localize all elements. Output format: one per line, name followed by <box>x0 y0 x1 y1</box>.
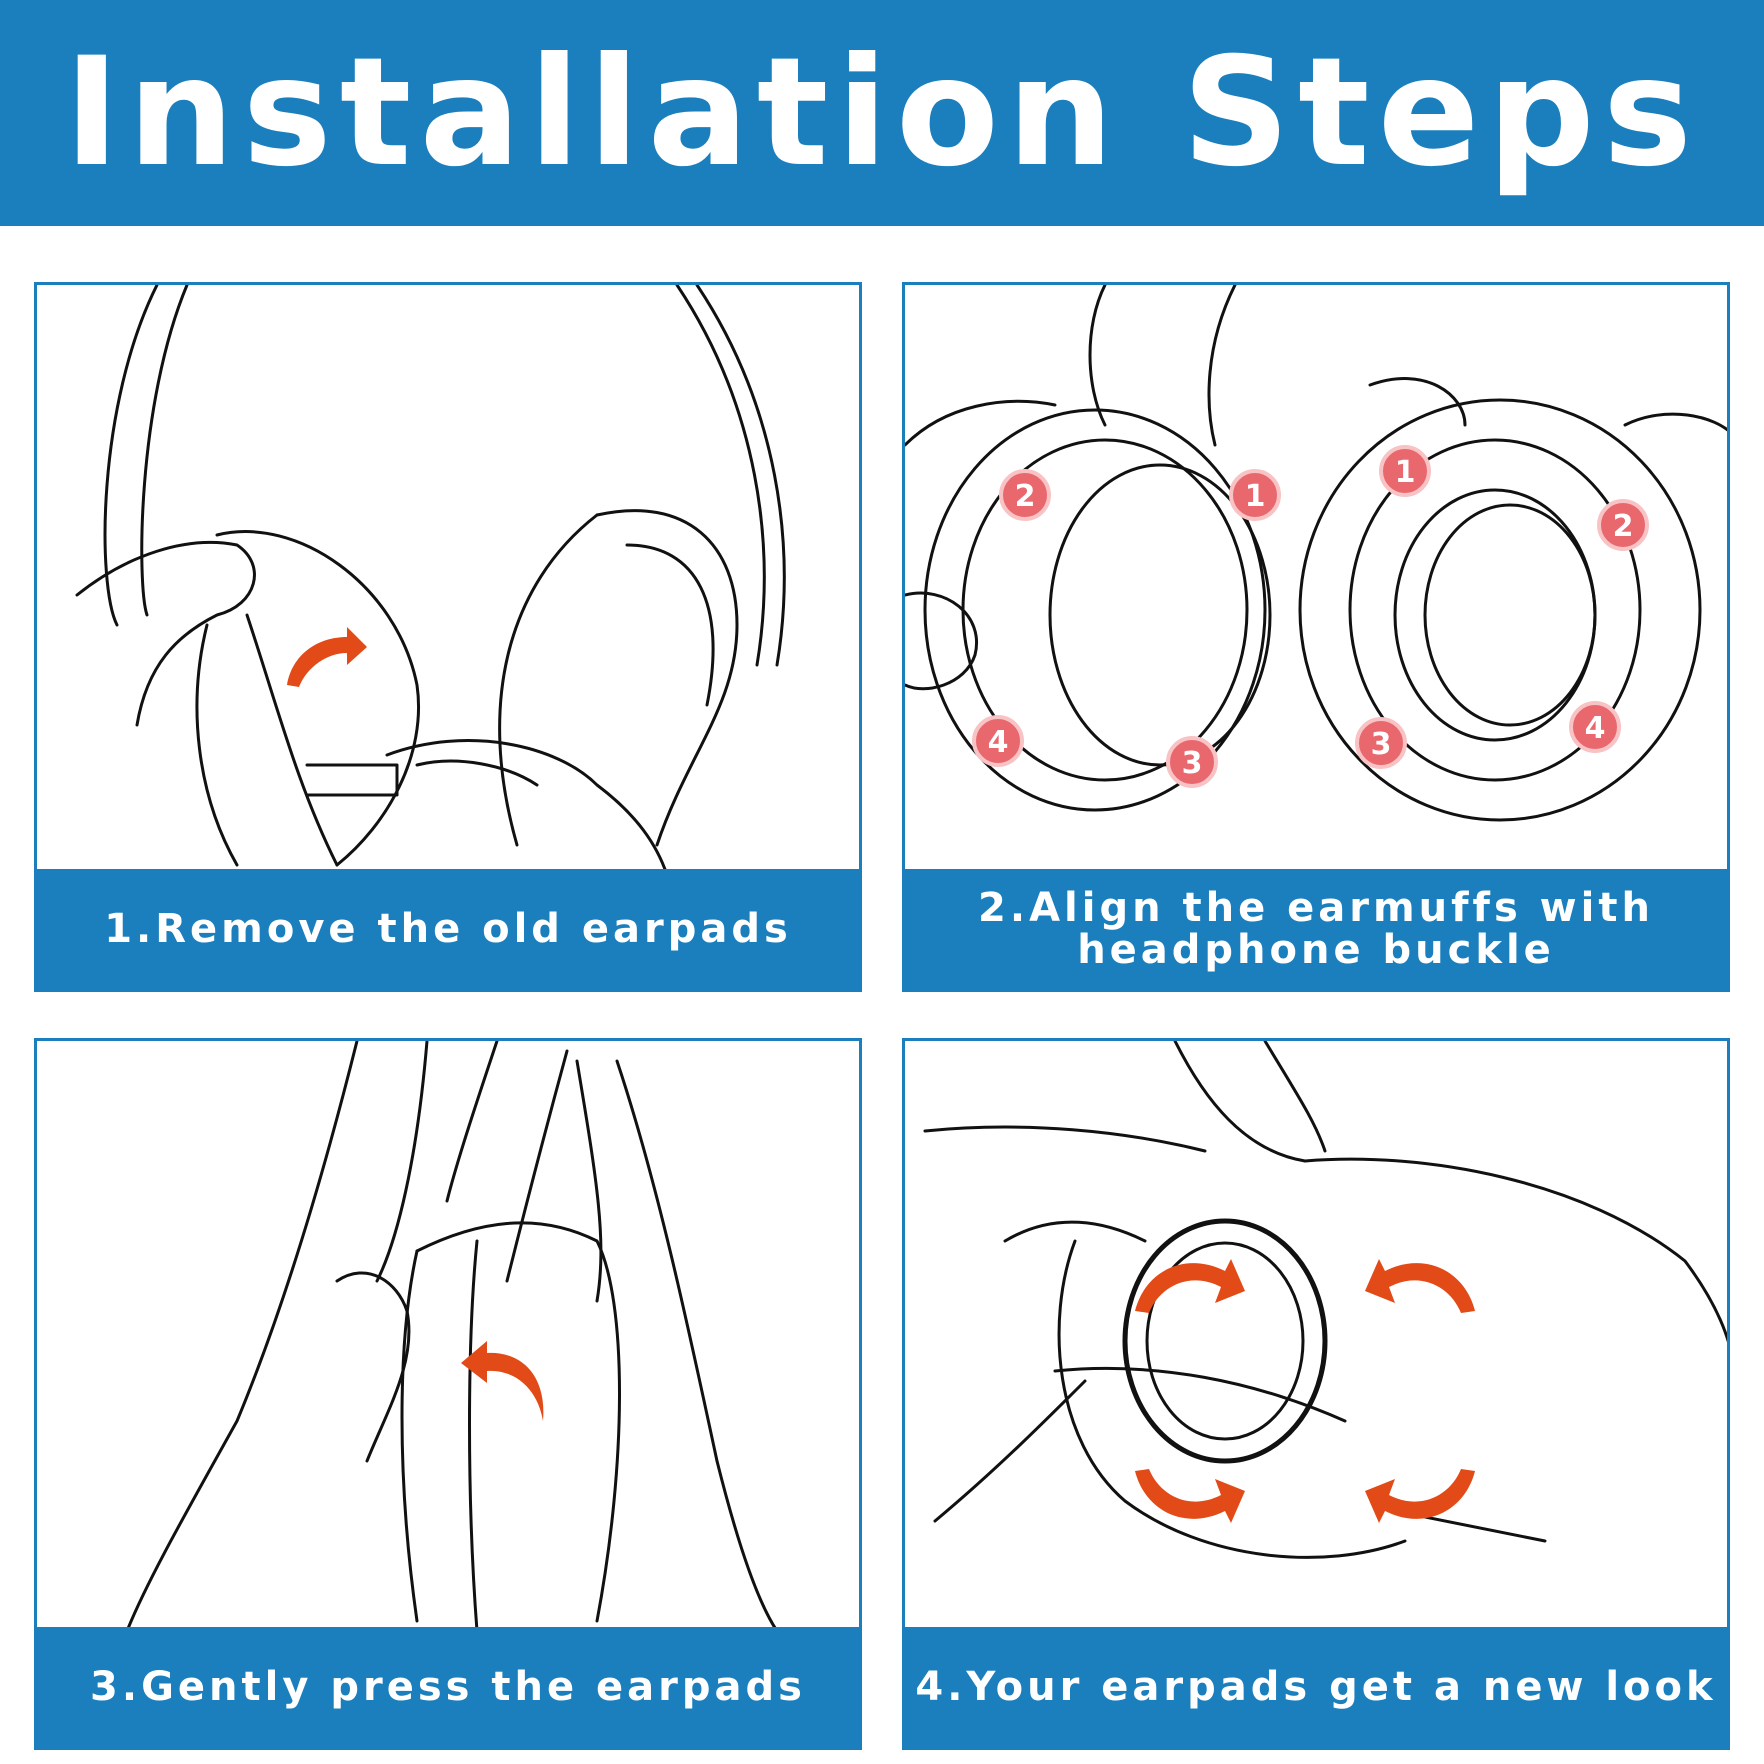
press-arrow-icon <box>461 1341 544 1421</box>
step-2-panel: 1 2 3 4 1 2 3 4 2.Align the earmuffs wit… <box>902 282 1730 992</box>
step-2-caption-line2: headphone buckle <box>1077 927 1555 973</box>
badge-right-2: 2 <box>1597 499 1649 551</box>
svg-text:1: 1 <box>1395 455 1416 490</box>
svg-text:3: 3 <box>1182 746 1203 781</box>
svg-text:4: 4 <box>1585 711 1606 746</box>
svg-text:2: 2 <box>1015 479 1036 514</box>
new-look-illustration <box>905 1041 1727 1631</box>
arrow-bottom-right-icon <box>1365 1469 1475 1523</box>
svg-text:2: 2 <box>1613 509 1634 544</box>
badge-left-2: 2 <box>999 469 1051 521</box>
svg-text:4: 4 <box>988 725 1009 760</box>
badge-right-1: 1 <box>1379 445 1431 497</box>
step-3-caption: 3.Gently press the earpads <box>37 1627 859 1747</box>
svg-text:1: 1 <box>1245 479 1266 514</box>
badge-right-4: 4 <box>1569 701 1621 753</box>
earmuff-alignment-illustration: 1 2 3 4 1 2 3 4 <box>905 285 1727 875</box>
press-earpads-illustration <box>37 1041 859 1631</box>
arrow-top-left-icon <box>1135 1259 1245 1313</box>
badge-right-3: 3 <box>1355 717 1407 769</box>
arrow-top-right-icon <box>1365 1259 1475 1313</box>
svg-text:3: 3 <box>1371 727 1392 762</box>
step-2-caption-line1: 2.Align the earmuffs with <box>978 885 1654 931</box>
remove-arrow-icon <box>287 627 367 687</box>
step-4-caption: 4.Your earpads get a new look <box>905 1627 1727 1747</box>
step-2-caption: 2.Align the earmuffs with headphone buck… <box>905 869 1727 989</box>
headphone-removal-illustration <box>37 285 859 875</box>
title-banner: Installation Steps <box>0 0 1764 226</box>
badge-left-1: 1 <box>1229 469 1281 521</box>
arrow-bottom-left-icon <box>1135 1469 1245 1523</box>
badge-left-3: 3 <box>1166 736 1218 788</box>
step-1-panel: 1.Remove the old earpads <box>34 282 862 992</box>
step-4-panel: 4.Your earpads get a new look <box>902 1038 1730 1750</box>
step-3-panel: 3.Gently press the earpads <box>34 1038 862 1750</box>
step-1-caption: 1.Remove the old earpads <box>37 869 859 989</box>
page-title: Installation Steps <box>63 26 1701 200</box>
badge-left-4: 4 <box>972 715 1024 767</box>
